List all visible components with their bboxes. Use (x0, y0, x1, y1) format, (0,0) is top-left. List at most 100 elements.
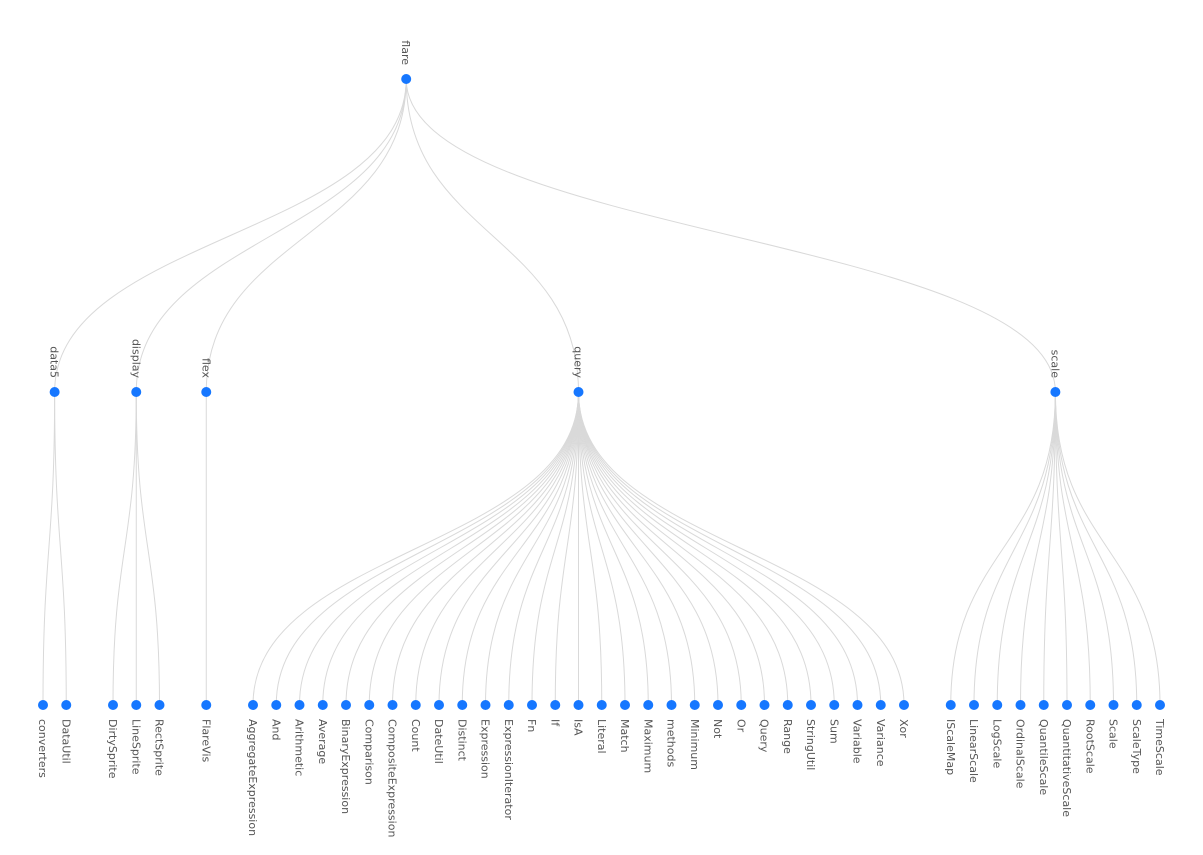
node-dot[interactable] (573, 700, 584, 710)
node-dot[interactable] (736, 700, 747, 710)
node-dot[interactable] (643, 700, 654, 710)
node-dot[interactable] (108, 700, 118, 710)
node-dot[interactable] (527, 700, 537, 710)
tree-node-xor[interactable]: Xor (897, 700, 910, 738)
node-dot[interactable] (689, 700, 700, 710)
node-dot[interactable] (49, 387, 60, 397)
tree-node-methods[interactable]: methods (665, 700, 678, 767)
tree-node-is-a[interactable]: IsA (572, 700, 585, 736)
node-dot[interactable] (201, 700, 212, 710)
node-dot[interactable] (364, 700, 375, 710)
node-dot[interactable] (852, 700, 863, 710)
tree-node-log-scale[interactable]: LogScale (990, 700, 1003, 768)
tree-node-if[interactable]: If (548, 700, 561, 727)
tree-node-average[interactable]: Average (316, 700, 329, 764)
tree-node-not[interactable]: Not (711, 700, 724, 739)
node-dot[interactable] (713, 700, 723, 710)
tree-node-data-util[interactable]: DataUtil (59, 700, 72, 764)
node-dot[interactable] (550, 700, 561, 710)
tree-node-scale[interactable]: scale (1048, 350, 1061, 397)
tree-node-maximum[interactable]: Maximum (641, 700, 654, 773)
tree-node-binary-expression[interactable]: BinaryExpression (339, 700, 352, 814)
node-dot[interactable] (829, 700, 840, 710)
tree-node-flare[interactable]: flare (399, 40, 412, 84)
tree-node-and[interactable]: And (269, 700, 282, 740)
tree-node-quantile-scale[interactable]: QuantileScale (1037, 700, 1050, 795)
tree-node-comparison[interactable]: Comparison (362, 700, 375, 785)
node-dot[interactable] (782, 700, 793, 710)
node-dot[interactable] (806, 700, 816, 710)
tree-node-variable[interactable]: Variable (851, 700, 864, 764)
node-dot[interactable] (317, 700, 328, 710)
tree-node-count[interactable]: Count (409, 700, 422, 752)
tree-node-composite-expression[interactable]: CompositeExpression (386, 700, 399, 837)
node-dot[interactable] (1108, 700, 1119, 710)
tree-node-arithmetic[interactable]: Arithmetic (293, 700, 306, 776)
node-dot[interactable] (969, 700, 979, 710)
node-dot[interactable] (875, 700, 886, 710)
tree-node-query[interactable]: query (572, 346, 585, 397)
node-dot[interactable] (1050, 387, 1061, 397)
node-dot[interactable] (1038, 700, 1049, 710)
node-dot[interactable] (387, 700, 398, 710)
node-dot[interactable] (131, 387, 142, 397)
node-dot[interactable] (38, 700, 48, 710)
tree-node-aggregate-expression[interactable]: AggregateExpression (246, 700, 259, 836)
tree-node-distinct[interactable]: Distinct (455, 700, 468, 762)
node-dot[interactable] (457, 700, 468, 710)
tree-node-string-util[interactable]: StringUtil (804, 700, 817, 770)
node-dot[interactable] (131, 700, 142, 710)
node-dot[interactable] (401, 74, 412, 84)
node-dot[interactable] (1155, 700, 1165, 710)
node-dot[interactable] (945, 700, 956, 710)
tree-node-root-scale[interactable]: RootScale (1083, 700, 1096, 774)
node-dot[interactable] (410, 700, 421, 710)
tree-node-ordinal-scale[interactable]: OrdinalScale (1014, 700, 1027, 789)
node-dot[interactable] (294, 700, 305, 710)
tree-node-variance[interactable]: Variance (874, 700, 887, 767)
tree-node-linear-scale[interactable]: LinearScale (967, 700, 980, 783)
node-dot[interactable] (1085, 700, 1096, 710)
tree-node-match[interactable]: Match (618, 700, 631, 753)
tree-node-minimum[interactable]: Minimum (688, 700, 701, 770)
node-dot[interactable] (154, 700, 165, 710)
tree-node-iscale-map[interactable]: IScaleMap (944, 700, 957, 775)
tree-node-time-scale[interactable]: TimeScale (1153, 700, 1166, 776)
node-dot[interactable] (596, 700, 607, 710)
tree-node-quantitative-scale[interactable]: QuantitativeScale (1060, 700, 1073, 817)
node-dot[interactable] (759, 700, 770, 710)
tree-node-fn[interactable]: Fn (525, 700, 538, 732)
tree-node-literal[interactable]: Literal (595, 700, 608, 754)
tree-node-flare-vis[interactable]: FlareVis (199, 700, 212, 763)
node-dot[interactable] (573, 387, 584, 397)
tree-node-expression-iterator[interactable]: ExpressionIterator (502, 700, 515, 820)
tree-node-data5[interactable]: data5 (48, 346, 61, 397)
tree-node-line-sprite[interactable]: LineSprite (129, 700, 142, 775)
node-dot[interactable] (1131, 700, 1142, 710)
node-dot[interactable] (248, 700, 258, 710)
node-dot[interactable] (61, 700, 72, 710)
tree-node-or[interactable]: Or (734, 700, 747, 733)
tree-node-rect-sprite[interactable]: RectSprite (153, 700, 166, 776)
tree-node-query[interactable]: Query (758, 700, 771, 753)
node-dot[interactable] (480, 700, 491, 710)
tree-node-sum[interactable]: Sum (827, 700, 840, 744)
tree-node-converters[interactable]: converters (36, 700, 49, 778)
node-dot[interactable] (992, 700, 1003, 710)
node-dot[interactable] (341, 700, 351, 710)
node-dot[interactable] (271, 700, 282, 710)
tree-node-expression[interactable]: Expression (479, 700, 492, 779)
node-dot[interactable] (666, 700, 677, 710)
tree-node-flex[interactable]: flex (199, 358, 212, 397)
node-dot[interactable] (899, 700, 909, 710)
tree-node-dirty-sprite[interactable]: DirtySprite (106, 700, 119, 779)
node-dot[interactable] (620, 700, 630, 710)
node-dot[interactable] (201, 387, 212, 397)
tree-node-date-util[interactable]: DateUtil (432, 700, 445, 764)
node-dot[interactable] (1062, 700, 1072, 710)
tree-node-display[interactable]: display (129, 339, 142, 397)
node-dot[interactable] (434, 700, 444, 710)
tree-node-scale[interactable]: Scale (1107, 700, 1120, 749)
node-dot[interactable] (503, 700, 514, 710)
tree-node-scale-type[interactable]: ScaleType (1130, 700, 1143, 774)
